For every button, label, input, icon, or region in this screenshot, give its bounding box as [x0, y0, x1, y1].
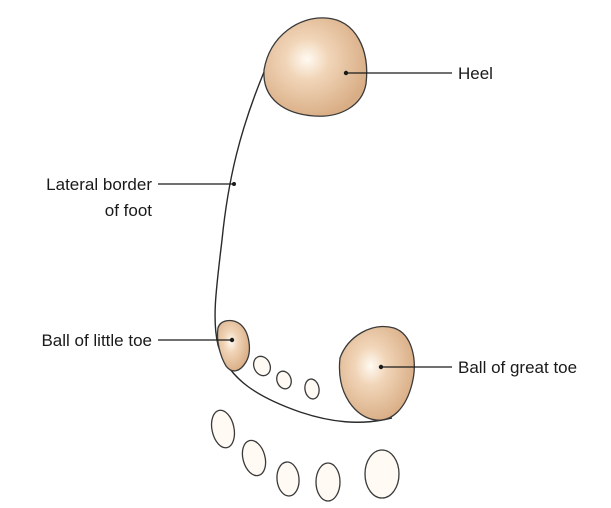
ball-of-great-toe-label: Ball of great toe [458, 358, 577, 377]
ball-of-little-toe-label: Ball of little toe [41, 331, 152, 350]
toe-print-5 [208, 408, 237, 450]
heel-label: Heel [458, 64, 493, 83]
ball-of-great-toe-pad [339, 327, 414, 421]
small-pad-2 [274, 369, 293, 391]
lateral-border-label-line2: of foot [105, 201, 153, 220]
lateral-border-label-line1: Lateral border [46, 175, 152, 194]
toe-print-4 [239, 438, 270, 478]
small-pad-3 [303, 378, 320, 400]
lateral-border-point [232, 182, 236, 186]
toe-print-3 [276, 461, 301, 497]
toe-print-1 [365, 450, 399, 498]
small-pad-1 [251, 354, 274, 379]
heel-pad [264, 18, 367, 116]
ball-of-little-toe-pad [217, 321, 249, 371]
toe-print-2 [316, 463, 340, 501]
